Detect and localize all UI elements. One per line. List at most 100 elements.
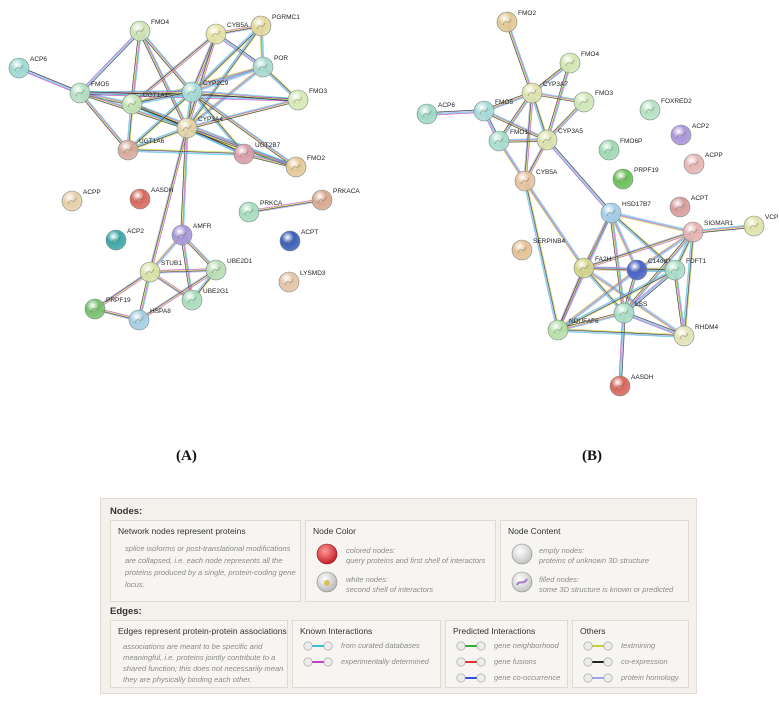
node-pgrmc1[interactable]: PGRMC1: [250, 14, 300, 37]
structure-icon: [615, 382, 625, 390]
node-cyp2c9[interactable]: CYP2C9: [181, 80, 229, 103]
node-ugt2b7[interactable]: UGT2B7: [233, 142, 281, 165]
node-label: CYP2C9: [203, 80, 229, 87]
node-fmo5[interactable]: FMO5: [473, 99, 513, 122]
edge-strand: [182, 234, 193, 300]
node-ugt1a1[interactable]: UGT1A1: [121, 92, 169, 115]
node-hsd17b7[interactable]: HSD17B7: [600, 201, 651, 224]
node-fmo4[interactable]: FMO4: [129, 19, 169, 42]
node-fmo5[interactable]: FMO5: [69, 81, 109, 104]
node-fmo4[interactable]: FMO4: [559, 51, 599, 74]
edge-strand: [684, 232, 695, 337]
edge-strand: [557, 330, 684, 337]
edge-strand: [180, 127, 187, 235]
node-label: CYB5A: [536, 169, 558, 176]
edge-SIGMAR1-FA2H: [583, 230, 694, 270]
edge-strand: [674, 270, 684, 337]
node-acp6[interactable]: ACP6: [8, 56, 47, 79]
edge-strand: [127, 126, 187, 150]
node-c14orf1[interactable]: C14orf1: [626, 258, 672, 281]
edge-strand: [505, 22, 532, 94]
edge-strand: [192, 90, 246, 154]
node-prkaca[interactable]: PRKACA: [311, 188, 360, 211]
node-acp2[interactable]: ACP2: [670, 123, 709, 146]
node-fmo3[interactable]: FMO3: [573, 90, 613, 113]
structure-icon: [632, 266, 642, 274]
structure-icon: [553, 326, 563, 334]
node-lss[interactable]: LSS: [613, 301, 648, 324]
node-fmo3[interactable]: FMO3: [287, 88, 327, 111]
node-acpt[interactable]: ACPT: [279, 229, 318, 252]
node-lysmd3[interactable]: LYSMD3: [278, 270, 326, 293]
edge-strand: [623, 231, 693, 313]
node-color-title: Node Color: [313, 526, 356, 536]
node-acp2[interactable]: ACP2: [105, 228, 144, 251]
node-serpinb4[interactable]: SERPINB4: [511, 238, 566, 261]
node-prpf19[interactable]: PRPF19: [612, 167, 659, 190]
node-cyb5a[interactable]: CYB5A: [514, 169, 558, 192]
node-label: HSPA8: [150, 308, 171, 315]
edge-strand: [150, 270, 217, 273]
structure-icon: [293, 96, 303, 104]
node-sigmar1[interactable]: SIGMAR1: [682, 220, 734, 243]
edge-strand: [191, 92, 296, 169]
node-aasdh[interactable]: AASDH: [129, 187, 174, 210]
node-vcp[interactable]: VCP: [743, 214, 778, 237]
edge-strand: [558, 268, 586, 331]
node-fmo2[interactable]: FMO2: [496, 10, 536, 33]
node-rhdm4[interactable]: RHDM4: [673, 324, 718, 347]
node-fmo1[interactable]: FMO1: [488, 129, 528, 152]
node-hspa8[interactable]: HSPA8: [128, 308, 171, 331]
node-ube2d1[interactable]: UBE2D1: [205, 258, 253, 281]
node-prpf19[interactable]: PRPF19: [84, 297, 131, 320]
node-acp6[interactable]: ACP6: [416, 102, 455, 125]
node-aasdh[interactable]: AASDH: [609, 374, 654, 397]
edge-strand: [525, 93, 534, 182]
node-fmo6p[interactable]: FMO6P: [598, 138, 642, 161]
edge-strand: [80, 91, 130, 150]
node-ugt1a6[interactable]: UGT1A6: [117, 138, 165, 161]
edge-UBE2D1-HSPA8: [138, 268, 217, 322]
node-cyb5a[interactable]: CYB5A: [205, 22, 249, 45]
node-ube2g1[interactable]: UBE2G1: [181, 288, 229, 311]
edge-CYP2C9-FMO2: [191, 90, 297, 169]
structure-icon: [187, 88, 197, 96]
empty-node-icon: [511, 543, 533, 565]
edge-strand: [557, 311, 624, 330]
node-por[interactable]: POR: [252, 55, 288, 78]
node-cyp3a5[interactable]: CYP3A5: [536, 128, 583, 151]
edge-strand: [138, 31, 192, 94]
edge-FMO4-FMO5: [78, 29, 142, 95]
edge-strand: [558, 313, 625, 331]
node-label: ACPT: [691, 195, 708, 202]
node-acpp[interactable]: ACPP: [683, 152, 723, 175]
node-label: VCP: [765, 214, 778, 221]
node-acpp[interactable]: ACPP: [61, 189, 101, 212]
structure-icon: [645, 106, 655, 114]
node-stub1[interactable]: STUB1: [139, 260, 182, 283]
node-cyp3a7[interactable]: CYP3A7: [521, 81, 568, 104]
node-ndufaf6[interactable]: NDUFAF6: [547, 318, 599, 341]
node-prkca[interactable]: PRKCA: [238, 200, 283, 223]
node-fdft1[interactable]: FDFT1: [664, 258, 707, 281]
edge-STUB1-PRPF19: [94, 270, 151, 311]
edge-strand: [149, 268, 216, 272]
edge-strand: [138, 268, 216, 320]
node-acpt[interactable]: ACPT: [669, 195, 708, 218]
node-amfr[interactable]: AMFR: [171, 223, 212, 246]
edge-strand: [79, 93, 128, 151]
node-foxred2[interactable]: FOXRED2: [639, 98, 692, 121]
node-label: CYB5A: [227, 22, 249, 29]
node-fa2h[interactable]: FA2H: [573, 256, 612, 279]
edge-strand: [192, 90, 299, 100]
node-cyp3a4[interactable]: CYP3A4: [176, 116, 223, 139]
node-label: ACPP: [83, 189, 101, 196]
node-fmo2[interactable]: FMO2: [285, 155, 325, 178]
legend: Nodes: Network nodes represent proteins …: [100, 498, 697, 694]
predicted-label: gene fusions: [494, 657, 537, 666]
edge-FDFT1-RHDM4: [673, 269, 686, 337]
associations-box: Edges represent protein-protein associat…: [110, 620, 288, 688]
edge-strand: [128, 149, 245, 154]
edge-strand: [79, 30, 140, 93]
